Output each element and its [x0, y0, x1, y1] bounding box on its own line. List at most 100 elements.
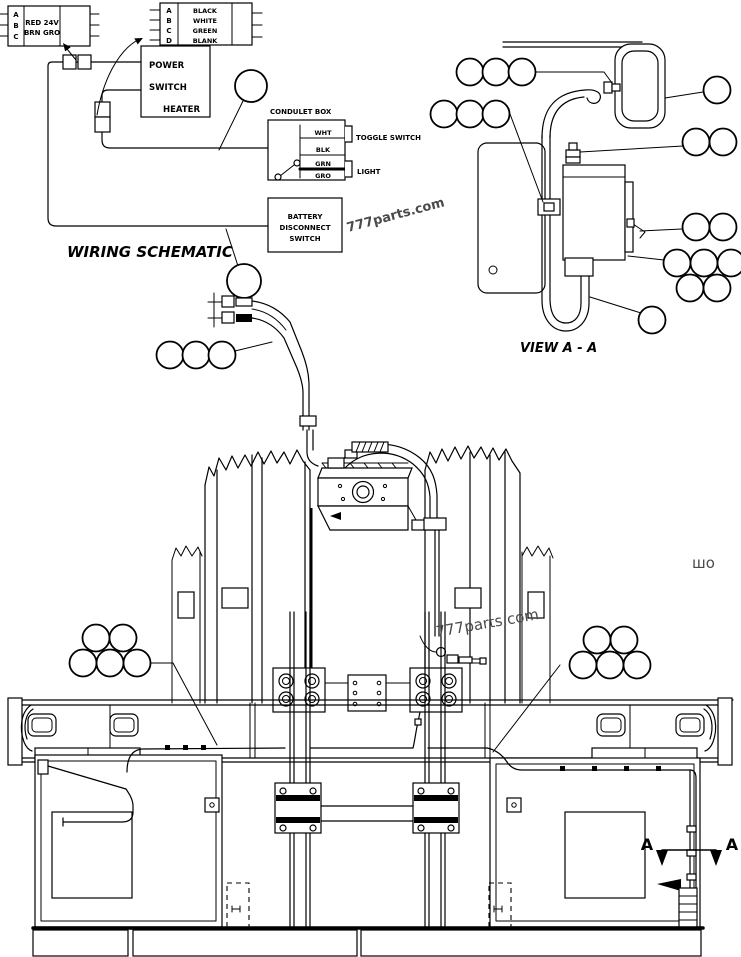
lower-clamps [274, 782, 460, 834]
top-bar [502, 41, 643, 48]
switch-box [562, 142, 646, 277]
panel-screw [337, 483, 343, 489]
view-aa-caption: VIEW A - A [520, 341, 597, 356]
plate-hole [352, 690, 358, 696]
base-skid [31, 882, 705, 957]
hidden-post [226, 882, 250, 929]
plug-lead-lines [471, 658, 481, 664]
connector-left-text-line1: RED 24V [25, 19, 59, 27]
upper-tube-inner [549, 96, 585, 139]
connector-top-dividers [177, 2, 233, 46]
left-post-lines [289, 611, 311, 931]
beam-handle [675, 713, 705, 737]
plate-hole [352, 680, 358, 686]
screw-icon [279, 824, 287, 832]
connector-block-top: A B C D BLACK WHITE GREEN BLANK [149, 2, 263, 46]
bolt-icon [304, 691, 320, 707]
box-top-bolt [565, 156, 581, 164]
inline-connector-symbol [62, 54, 77, 70]
beam-handle-inner [113, 717, 135, 733]
wire-run [62, 788, 134, 827]
callout-balloon [689, 248, 719, 278]
left-side-panel-slot [177, 591, 195, 619]
harness-clamp [299, 415, 317, 427]
connector-left-outline [7, 5, 91, 47]
wire-run [309, 711, 488, 749]
wire-color-label: WHITE [193, 17, 217, 25]
condulet-wire-label: BLK [316, 146, 331, 154]
section-arrow-icon [710, 850, 722, 866]
left-channel-torn-edge [204, 449, 311, 486]
harness-wire [251, 300, 310, 431]
callout-balloon [155, 340, 185, 370]
harness-connector-sleeve [235, 297, 253, 307]
plate-hole [376, 701, 382, 707]
power-switch-line3: HEATER [163, 105, 200, 115]
battery-line1: BATTERY [288, 213, 324, 221]
bolt-icon [278, 691, 294, 707]
arrow-to-left-connector [66, 48, 77, 61]
watermark-text: 777parts.com [435, 605, 541, 641]
battery-disconnect-box: BATTERY DISCONNECT SWITCH [267, 197, 343, 253]
condulet-outline [267, 119, 346, 181]
wire-battery-circuit [47, 61, 269, 227]
screw-icon [417, 787, 425, 795]
clamp-band [414, 795, 458, 801]
ball-connector-wire [419, 635, 437, 653]
pin-label: A [13, 11, 19, 19]
base-block [132, 929, 358, 957]
plate-hole [352, 701, 358, 707]
beam-handle-inner [31, 717, 53, 733]
condulet-title: CONDULET BOX [270, 108, 332, 116]
ladder-connector [678, 887, 698, 931]
corner-bracket [506, 797, 522, 813]
callout-balloon [234, 69, 268, 103]
battery-box-outline [267, 197, 343, 253]
callout-leader [535, 71, 613, 84]
callout-leader [147, 662, 218, 746]
hose-wrap-hatch [355, 441, 385, 453]
toggle-base [626, 218, 635, 228]
callout-balloon [568, 650, 598, 680]
battery-line3: SWITCH [289, 235, 320, 243]
direction-flag-icon [330, 512, 341, 520]
round-connector-pin [356, 485, 370, 499]
u-tube-inner [549, 134, 582, 324]
callout-balloon [81, 623, 111, 653]
wire-run [486, 747, 691, 771]
callout-balloon [226, 263, 262, 299]
wire-run [126, 747, 286, 773]
wire-clip-mark [624, 766, 629, 771]
base-block [32, 929, 129, 957]
battery-boxes [34, 754, 701, 928]
left-battery-panel [51, 811, 133, 899]
callout-balloon [207, 340, 237, 370]
pin-label: A [166, 7, 172, 15]
harness-connector-sleeve-dark [236, 314, 252, 322]
right-post-lines [424, 611, 446, 931]
control-box-lower-face [317, 505, 409, 531]
arrowhead-icon [134, 38, 143, 45]
wire-clip-mark [165, 745, 170, 750]
wire-clip-mark [183, 745, 188, 750]
ball-connector [419, 635, 487, 665]
callout-balloon [662, 248, 692, 278]
inline-connector-symbol [77, 54, 92, 70]
callout-balloon [95, 648, 125, 678]
lamp-mount-bolt [603, 81, 613, 94]
hose-from-harness [306, 429, 319, 467]
bolt-center [419, 695, 427, 703]
harness-connector [221, 295, 235, 308]
switch-box-body [562, 164, 626, 261]
callout-balloon [702, 273, 732, 303]
lamp-housing-inner [621, 50, 659, 122]
callout-balloon [507, 57, 537, 87]
switch-contact [274, 173, 282, 181]
screw-icon [309, 824, 317, 832]
screw-icon [309, 787, 317, 795]
toggle-switch-label: TOGGLE SWITCH [356, 134, 421, 142]
base-block [360, 929, 702, 957]
beam-handle [596, 713, 626, 737]
right-battery-panel [564, 811, 646, 899]
callout-leader [509, 113, 544, 203]
